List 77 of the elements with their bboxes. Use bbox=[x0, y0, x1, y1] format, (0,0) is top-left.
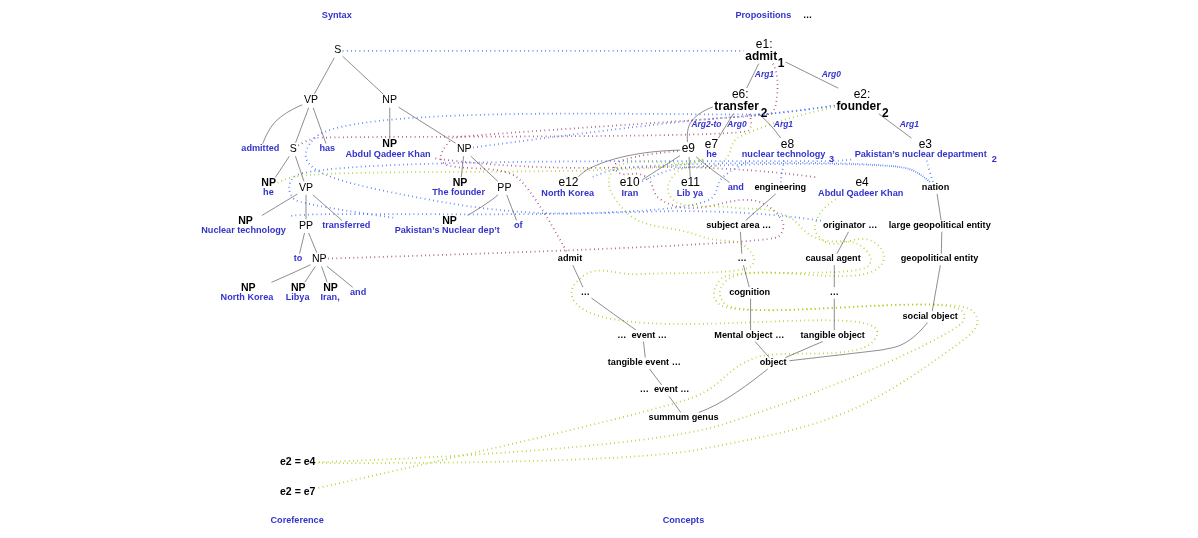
connector bbox=[304, 104, 836, 222]
node-text: VP bbox=[298, 180, 314, 193]
connector bbox=[276, 158, 705, 184]
node-text: e2 = e7 bbox=[280, 484, 316, 497]
connector bbox=[695, 156, 730, 183]
node-text: e11 Lib ya bbox=[676, 175, 704, 199]
node-text: S bbox=[289, 141, 297, 154]
node-text: … bbox=[737, 253, 747, 264]
node-text: e2 = e4 bbox=[280, 455, 316, 468]
node-text: causal agent bbox=[805, 253, 861, 264]
connector bbox=[327, 149, 785, 260]
node-text: admit bbox=[557, 253, 583, 264]
node-text: originator … bbox=[823, 219, 878, 230]
node-text: large geopolitical entity bbox=[888, 219, 991, 230]
node-text: summum genus bbox=[648, 411, 719, 422]
node-text: nation bbox=[921, 181, 950, 192]
connector bbox=[578, 149, 681, 177]
label: Syntax bbox=[321, 10, 352, 21]
node-text: NP Abdul Qadeer Khan bbox=[345, 137, 431, 159]
node-text: PP bbox=[497, 180, 512, 193]
node-text: social object bbox=[902, 310, 958, 321]
node-text: NP bbox=[382, 93, 398, 106]
label: Concepts bbox=[662, 515, 705, 526]
node-text: object bbox=[759, 356, 787, 367]
node-text: NP Nuclear technology bbox=[201, 213, 286, 236]
label: Coreference bbox=[270, 515, 324, 526]
node-text: Mental object … bbox=[714, 329, 785, 340]
node-text: PP bbox=[298, 218, 314, 231]
node-text: NP North Korea bbox=[220, 280, 274, 303]
node-text: e4 Abdul Qadeer Khan bbox=[818, 175, 904, 199]
node-text: to bbox=[293, 253, 303, 264]
label: Propositions bbox=[735, 10, 792, 21]
node-text: NP Libya bbox=[285, 280, 310, 303]
edge-label: Arg1 bbox=[899, 119, 919, 130]
connector bbox=[743, 264, 750, 288]
node-text: NP Pakistan’s Nuclear dep’t bbox=[394, 213, 500, 236]
connector bbox=[297, 112, 753, 147]
node-text: S bbox=[334, 43, 342, 56]
node-text: … bbox=[580, 286, 590, 297]
edge-label: Arg0 bbox=[821, 69, 841, 80]
node-text: tangible event … bbox=[607, 356, 681, 367]
node-text: … event … bbox=[639, 384, 690, 395]
node-text: subject area … bbox=[706, 219, 772, 230]
connector bbox=[688, 156, 691, 178]
node-text: e7 he bbox=[704, 136, 719, 160]
node-text: e9 bbox=[681, 141, 695, 156]
node-text: geopolitical entity bbox=[900, 253, 979, 264]
node-text: VP bbox=[303, 93, 318, 106]
edge-label: Arg1 bbox=[754, 69, 775, 80]
node-text: … bbox=[802, 10, 813, 21]
node-text: … bbox=[829, 286, 839, 297]
node-text: NP he bbox=[261, 176, 277, 198]
node-text: NP Iran, bbox=[320, 280, 340, 303]
connector bbox=[931, 264, 941, 312]
node-text: cognition bbox=[729, 286, 771, 297]
node-text: admitted bbox=[241, 143, 280, 154]
connector bbox=[290, 159, 752, 217]
edge-label: Arg0 bbox=[727, 119, 747, 130]
node-text: of bbox=[513, 219, 523, 230]
node-text: e10 Iran bbox=[619, 175, 640, 199]
connector bbox=[687, 106, 714, 143]
node-text: tangible object bbox=[800, 329, 865, 340]
node-text: NP bbox=[312, 251, 327, 264]
node-text: and bbox=[349, 286, 367, 297]
node-text: and bbox=[727, 181, 744, 192]
connector bbox=[439, 62, 779, 255]
node-text: transferred bbox=[322, 219, 371, 230]
node-text: has bbox=[319, 143, 336, 154]
connector bbox=[317, 106, 966, 464]
node-text: NP The founder bbox=[432, 176, 486, 198]
node-text: engineering bbox=[754, 181, 807, 192]
connector bbox=[434, 157, 818, 179]
edge-label: Arg1 bbox=[773, 119, 794, 130]
node-text: e12 North Korea bbox=[541, 175, 595, 199]
node-text: … event … bbox=[617, 329, 667, 340]
edge-label: Arg2-to bbox=[691, 119, 722, 130]
node-text: NP bbox=[456, 141, 472, 154]
